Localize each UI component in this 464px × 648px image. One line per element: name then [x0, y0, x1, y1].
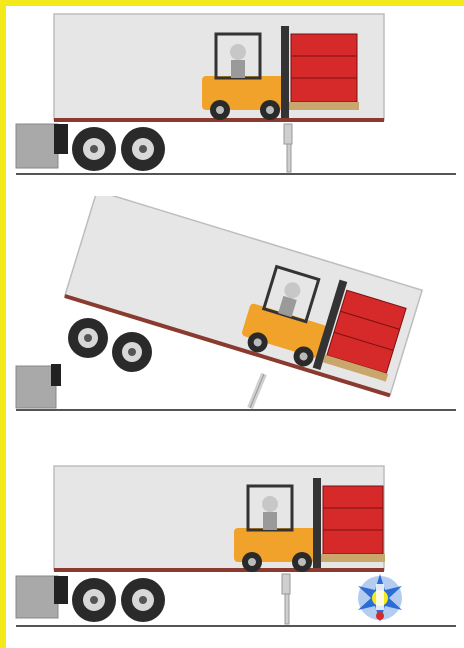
trailer-wheels: [72, 127, 165, 171]
fifth-wheel: [54, 124, 68, 154]
pallet-load-icon: [321, 486, 385, 562]
fifth-wheel: [51, 364, 61, 386]
driver: [230, 44, 246, 60]
warning-light-icon: [358, 574, 402, 622]
fifth-wheel: [54, 576, 68, 604]
trailer-floor: [54, 568, 384, 572]
landing-gear-stand-icon: [284, 124, 292, 172]
tractor-stub: [16, 576, 58, 618]
trailer-tipping: [64, 196, 422, 397]
mast: [281, 26, 289, 118]
collapsed-stand-icon: [250, 374, 264, 408]
trailer-wheels: [72, 578, 165, 622]
tractor-stub: [16, 124, 58, 168]
panel-trailer-level: [6, 6, 464, 196]
landing-gear-stand-icon: [282, 574, 290, 624]
pallet-load-icon: [289, 34, 359, 110]
panel-trailer-supported: [6, 426, 464, 648]
panel-trailer-tipping: [6, 196, 464, 426]
tractor-stub: [16, 366, 56, 408]
trailer-wheels: [68, 318, 152, 372]
